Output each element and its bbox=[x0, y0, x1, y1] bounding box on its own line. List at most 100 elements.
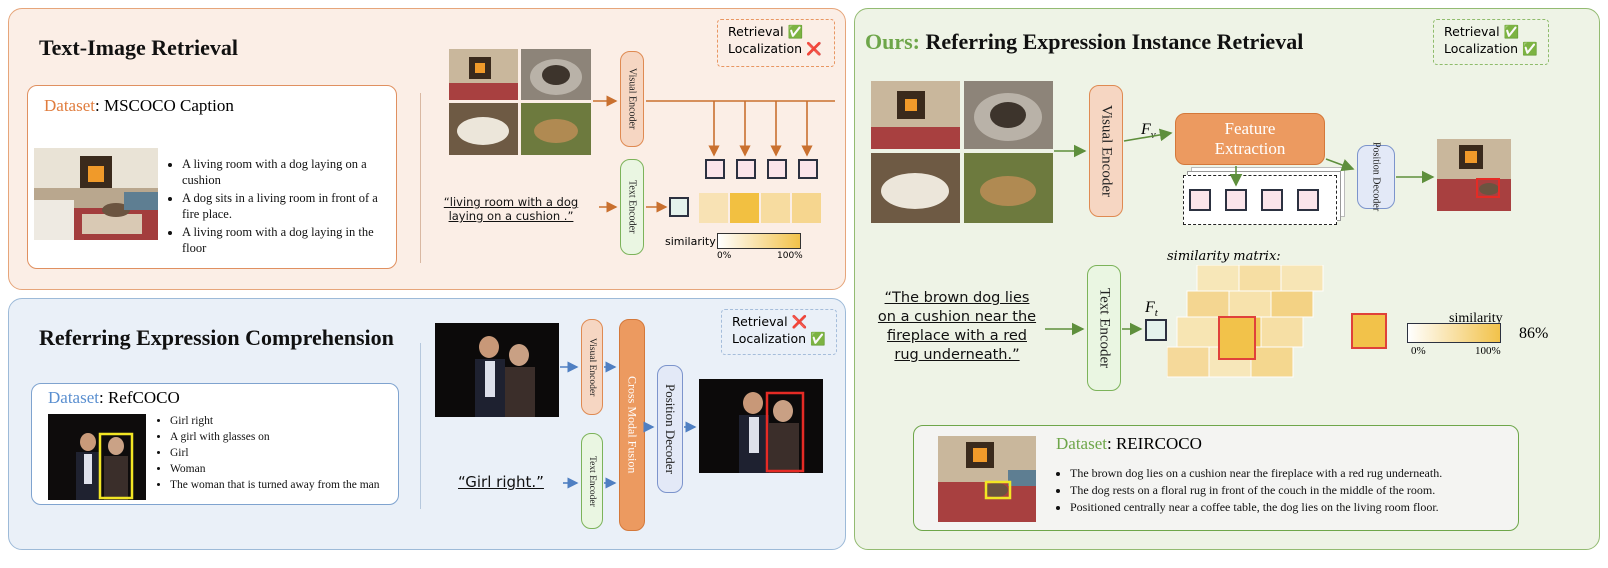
rec-badge: Retrieval ❌ Localization ✅ bbox=[721, 309, 837, 355]
caption-item: The dog rests on a floral rug in front o… bbox=[1070, 483, 1510, 498]
localization-label: Localization bbox=[728, 41, 803, 56]
scale-min: 0% bbox=[1411, 345, 1426, 357]
tir-arrows bbox=[593, 95, 835, 213]
check-icon: ✅ bbox=[787, 24, 804, 39]
rec-arrows bbox=[560, 361, 697, 489]
feature-extraction-label: Feature Extraction bbox=[1214, 119, 1286, 158]
text-feature bbox=[669, 197, 689, 217]
ours-query: “The brown dog lies on a cushion near th… bbox=[877, 290, 1037, 363]
caption-item: Positioned centrally near a coffee table… bbox=[1070, 500, 1510, 515]
ours-position-decoder: Position Decoder bbox=[1357, 142, 1395, 212]
position-decoder-label: Position Decoder bbox=[663, 384, 678, 474]
living-room-photo bbox=[34, 148, 158, 240]
ours-panel: Ours: Referring Expression Instance Retr… bbox=[854, 8, 1600, 550]
fv-subscript: v bbox=[1150, 129, 1156, 142]
divider bbox=[420, 343, 421, 509]
image-feature bbox=[736, 159, 756, 179]
rec-visual-encoder: Visual Encoder bbox=[581, 319, 603, 415]
caption-item: The brown dog lies on a cushion near the… bbox=[1070, 466, 1510, 481]
region-feature bbox=[1225, 189, 1247, 211]
tir-text-encoder: Text Encoder bbox=[620, 159, 644, 255]
text-encoder-label: Text Encoder bbox=[1096, 287, 1113, 369]
ft-subscript: t bbox=[1154, 307, 1158, 320]
region-feature bbox=[1297, 189, 1319, 211]
visual-encoder-label: Visual Encoder bbox=[1098, 105, 1115, 197]
dataset-label: Dataset bbox=[48, 388, 99, 407]
scale-max: 100% bbox=[1475, 345, 1501, 357]
cross-icon: ❌ bbox=[791, 314, 808, 329]
similarity-label: similarity bbox=[665, 235, 716, 248]
text-feature bbox=[1145, 319, 1167, 341]
tir-visual-encoder: Visual Encoder bbox=[620, 51, 644, 147]
ours-output-photo bbox=[1437, 139, 1511, 211]
feature-extraction: Feature Extraction bbox=[1175, 113, 1325, 165]
ours-dataset-box: Dataset: REIRCOCO The brown dog lies on … bbox=[913, 425, 1519, 531]
localization-label: Localization bbox=[1444, 41, 1519, 56]
scale-min: 0% bbox=[717, 251, 732, 261]
caption-item: A dog sits in a living room in front of … bbox=[182, 190, 390, 222]
ours-badge: Retrieval ✅ Localization ✅ bbox=[1433, 19, 1549, 65]
cross-icon: ❌ bbox=[806, 41, 822, 56]
dataset-name: : REIRCOCO bbox=[1106, 434, 1202, 453]
refcoco-photo bbox=[48, 414, 146, 500]
image-feature bbox=[798, 159, 818, 179]
visual-encoder-label: Visual Encoder bbox=[626, 68, 638, 130]
dataset-label: Dataset bbox=[1056, 434, 1107, 453]
visual-encoder-label: Visual Encoder bbox=[587, 337, 597, 397]
image-feature bbox=[767, 159, 787, 179]
ft-symbol: F bbox=[1145, 299, 1155, 316]
text-encoder-label: Text Encoder bbox=[587, 455, 597, 507]
similarity-label: similarity bbox=[1449, 311, 1503, 326]
check-icon: ✅ bbox=[1503, 24, 1520, 39]
dataset-name: : MSCOCO Caption bbox=[94, 96, 234, 115]
output-photo bbox=[699, 379, 823, 473]
localization-label: Localization bbox=[732, 331, 807, 346]
tir-title: Text-Image Retrieval bbox=[39, 35, 238, 60]
fusion-label: Cross Modal Fusion bbox=[625, 376, 640, 474]
similarity-scale bbox=[717, 233, 801, 249]
retrieval-label: Retrieval bbox=[728, 24, 784, 39]
ours-title: Ours: Referring Expression Instance Retr… bbox=[865, 29, 1303, 55]
image-gallery bbox=[449, 49, 591, 155]
caption-item: A girl with glasses on bbox=[170, 430, 396, 444]
best-match-square bbox=[1351, 313, 1387, 349]
similarity-matrix bbox=[1167, 265, 1324, 378]
rec-title: Referring Expression Comprehension bbox=[39, 325, 394, 350]
ours-image-gallery bbox=[871, 81, 1053, 223]
check-icon: ✅ bbox=[810, 331, 826, 346]
retrieval-label: Retrieval bbox=[732, 314, 788, 329]
check-icon: ✅ bbox=[1522, 41, 1538, 56]
fv-label: Fv bbox=[1141, 121, 1156, 141]
ours-text-encoder: Text Encoder bbox=[1087, 265, 1121, 391]
text-encoder-label: Text Encoder bbox=[626, 180, 638, 234]
reircoco-photo bbox=[938, 436, 1036, 522]
ft-label: Ft bbox=[1145, 299, 1158, 319]
ours-title-prefix: Ours: bbox=[865, 29, 920, 54]
ours-visual-encoder: Visual Encoder bbox=[1089, 85, 1123, 217]
caption-item: Girl bbox=[170, 446, 396, 460]
tir-query: “living room with a dog laying on a cush… bbox=[443, 195, 579, 223]
rec-dataset-box: Dataset: RefCOCO Girl right A girl with … bbox=[31, 383, 399, 505]
cross-modal-fusion: Cross Modal Fusion bbox=[619, 319, 645, 531]
rec-query: “Girl right.” bbox=[458, 473, 544, 491]
region-feature bbox=[1189, 189, 1211, 211]
position-decoder-label: Position Decoder bbox=[1370, 142, 1382, 212]
rec-panel: Referring Expression Comprehension Retri… bbox=[8, 298, 846, 550]
caption-item: A living room with a dog laying on a cus… bbox=[182, 156, 390, 188]
similarity-scale bbox=[1407, 323, 1501, 343]
tir-badge: Retrieval ✅ Localization ❌ bbox=[717, 19, 835, 67]
caption-item: A living room with a dog laying in the f… bbox=[182, 224, 390, 256]
input-photo bbox=[435, 323, 559, 417]
retrieval-label: Retrieval bbox=[1444, 24, 1500, 39]
ours-arrows bbox=[1045, 128, 1435, 336]
dataset-label: Dataset bbox=[44, 96, 95, 115]
ours-title-text: Referring Expression Instance Retrieval bbox=[925, 29, 1304, 54]
similarity-row bbox=[699, 193, 821, 223]
rec-text-encoder: Text Encoder bbox=[581, 433, 603, 529]
caption-item: Girl right bbox=[170, 414, 396, 428]
caption-item: The woman that is turned away from the m… bbox=[170, 478, 396, 492]
text-image-retrieval-panel: Text-Image Retrieval Retrieval ✅ Localiz… bbox=[8, 8, 846, 290]
dataset-name: : RefCOCO bbox=[98, 388, 180, 407]
caption-item: Woman bbox=[170, 462, 396, 476]
region-feature bbox=[1261, 189, 1283, 211]
